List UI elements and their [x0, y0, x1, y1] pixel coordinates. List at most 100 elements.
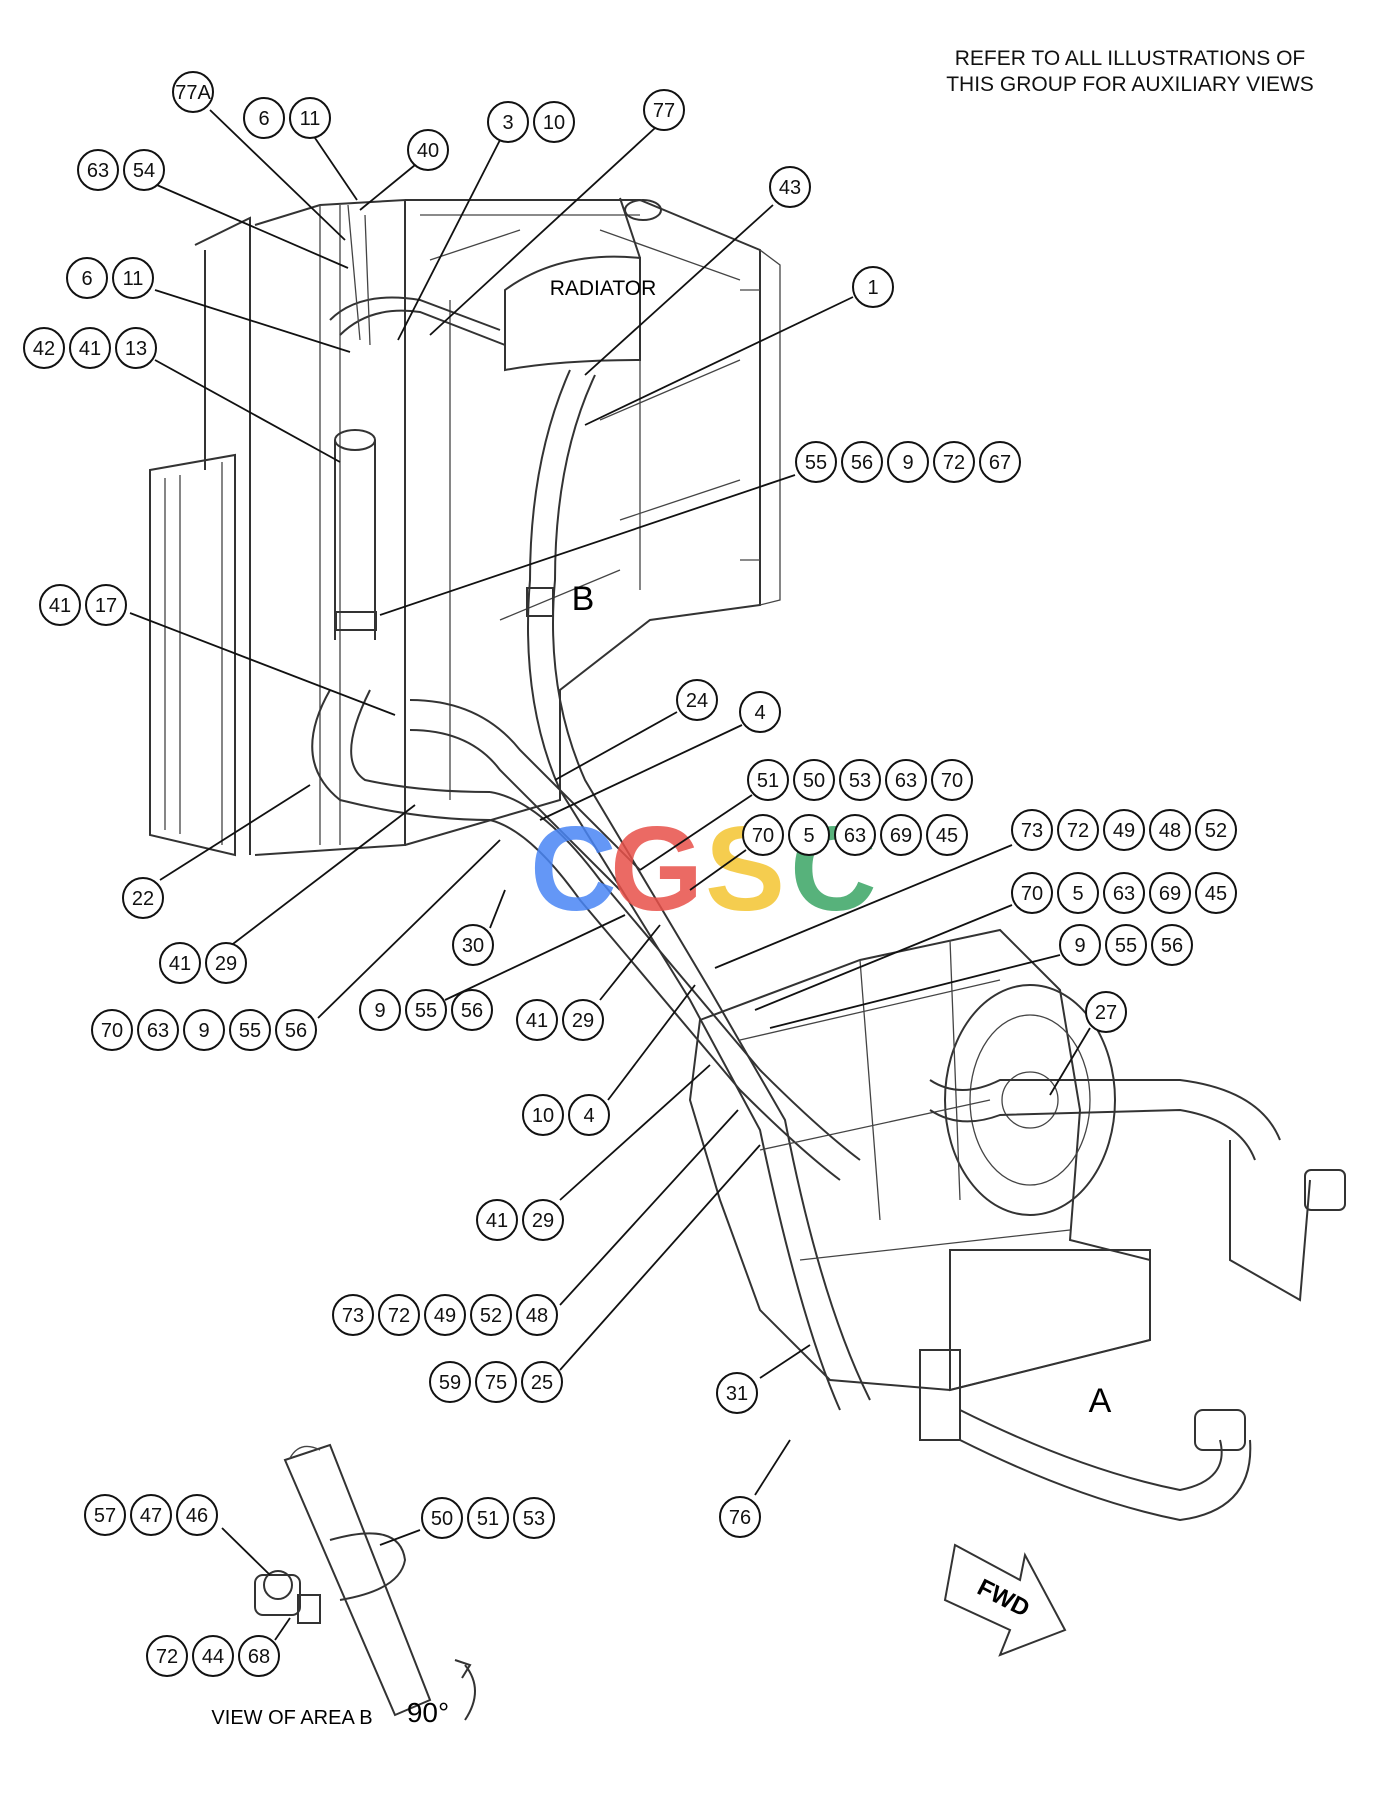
- callout-circle: [1059, 924, 1101, 966]
- callout-circle: [742, 814, 784, 856]
- callout-circle: [23, 327, 65, 369]
- callout-circle: [1103, 872, 1145, 914]
- rotation-label: 90°: [407, 1697, 449, 1728]
- callout-number: 31: [726, 1383, 748, 1405]
- callout-group: 10 4: [522, 1094, 610, 1136]
- callout-circle: [332, 1294, 374, 1336]
- callout-circle: [834, 814, 876, 856]
- leader-line: [379, 474, 796, 616]
- callout-circle: [69, 327, 111, 369]
- callout-number: 9: [902, 452, 913, 474]
- callout-circle: [112, 257, 154, 299]
- callout-number: 63: [147, 1020, 169, 1042]
- leader-line: [559, 1064, 711, 1201]
- callout-number: 70: [752, 825, 774, 847]
- leader-line: [154, 359, 341, 463]
- reference-note-line-2: THIS GROUP FOR AUXILIARY VIEWS: [946, 73, 1314, 96]
- callout-number: 50: [431, 1508, 453, 1530]
- callout-circle: [1085, 991, 1127, 1033]
- callout-number: 42: [33, 338, 55, 360]
- callout-number: 30: [462, 935, 484, 957]
- callout-circle: [289, 97, 331, 139]
- callout-circle: [172, 71, 214, 113]
- callout-number: 59: [439, 1372, 461, 1394]
- callout-number: 10: [532, 1105, 554, 1127]
- callout-group: 77A: [172, 71, 214, 113]
- leader-line: [539, 724, 743, 821]
- callout-circle: [788, 814, 830, 856]
- callout-circle: [516, 1294, 558, 1336]
- callout-number: 56: [285, 1020, 307, 1042]
- fwd-label: FWD: [973, 1574, 1034, 1623]
- callout-number: 72: [1067, 820, 1089, 842]
- leader-line: [754, 1439, 791, 1496]
- callout-number: 29: [572, 1010, 594, 1032]
- callout-number: 77A: [175, 82, 211, 104]
- callout-circle: [643, 89, 685, 131]
- callout-number: 77: [653, 100, 675, 122]
- callout-circle: [85, 584, 127, 626]
- callout-circle: [1105, 924, 1147, 966]
- callout-circle: [1151, 924, 1193, 966]
- reference-note: REFER TO ALL ILLUSTRATIONS OF THIS GROUP…: [920, 46, 1340, 98]
- callout-number: 53: [523, 1508, 545, 1530]
- callout-number: 45: [936, 825, 958, 847]
- view-area-b-label: VIEW OF AREA B: [211, 1707, 372, 1729]
- callout-number: 29: [532, 1210, 554, 1232]
- callout-circle: [378, 1294, 420, 1336]
- reference-note-line-1: REFER TO ALL ILLUSTRATIONS OF: [954, 47, 1306, 70]
- callout-number: 6: [81, 268, 92, 290]
- callout-number: 43: [779, 177, 801, 199]
- leader-line: [759, 1344, 811, 1379]
- callout-number: 49: [434, 1305, 456, 1327]
- callout-circle: [137, 1009, 179, 1051]
- transmission-assembly: [688, 928, 1346, 1522]
- callout-number: 44: [202, 1646, 224, 1668]
- leader-line: [129, 612, 396, 716]
- callout-number: 4: [583, 1105, 594, 1127]
- watermark-letter-g: G: [610, 802, 703, 936]
- callout-circle: [769, 166, 811, 208]
- leader-line: [754, 904, 1013, 1011]
- radiator-assembly: [149, 197, 781, 857]
- leader-line: [314, 137, 358, 201]
- callout-number: 68: [248, 1646, 270, 1668]
- leader-line: [154, 289, 351, 353]
- callout-number: 41: [486, 1210, 508, 1232]
- callout-number: 27: [1095, 1002, 1117, 1024]
- callout-circle: [91, 1009, 133, 1051]
- fwd-arrow: FWD: [943, 1543, 1067, 1657]
- callout-circle: [747, 759, 789, 801]
- callout-circle: [568, 1094, 610, 1136]
- leader-line: [159, 784, 311, 881]
- callout-group: 43: [769, 166, 811, 208]
- callout-circle: [467, 1497, 509, 1539]
- callout-group: 22: [122, 877, 164, 919]
- callout-number: 5: [1072, 883, 1083, 905]
- callout-number: 41: [49, 595, 71, 617]
- callout-group: 24: [676, 679, 718, 721]
- callout-number: 69: [890, 825, 912, 847]
- callout-circle: [487, 101, 529, 143]
- callout-number: 54: [133, 160, 155, 182]
- callout-number: 52: [480, 1305, 502, 1327]
- callout-number: 73: [342, 1305, 364, 1327]
- callout-number: 70: [941, 770, 963, 792]
- callout-number: 52: [1205, 820, 1227, 842]
- area-a-label: A: [1089, 1382, 1112, 1420]
- leader-line: [317, 839, 501, 1019]
- leader-line: [274, 1617, 291, 1641]
- callout-number: 6: [258, 108, 269, 130]
- callout-number: 69: [1159, 883, 1181, 905]
- callout-number: 40: [417, 140, 439, 162]
- callout-number: 50: [803, 770, 825, 792]
- callout-number: 9: [1074, 935, 1085, 957]
- callout-number: 9: [198, 1020, 209, 1042]
